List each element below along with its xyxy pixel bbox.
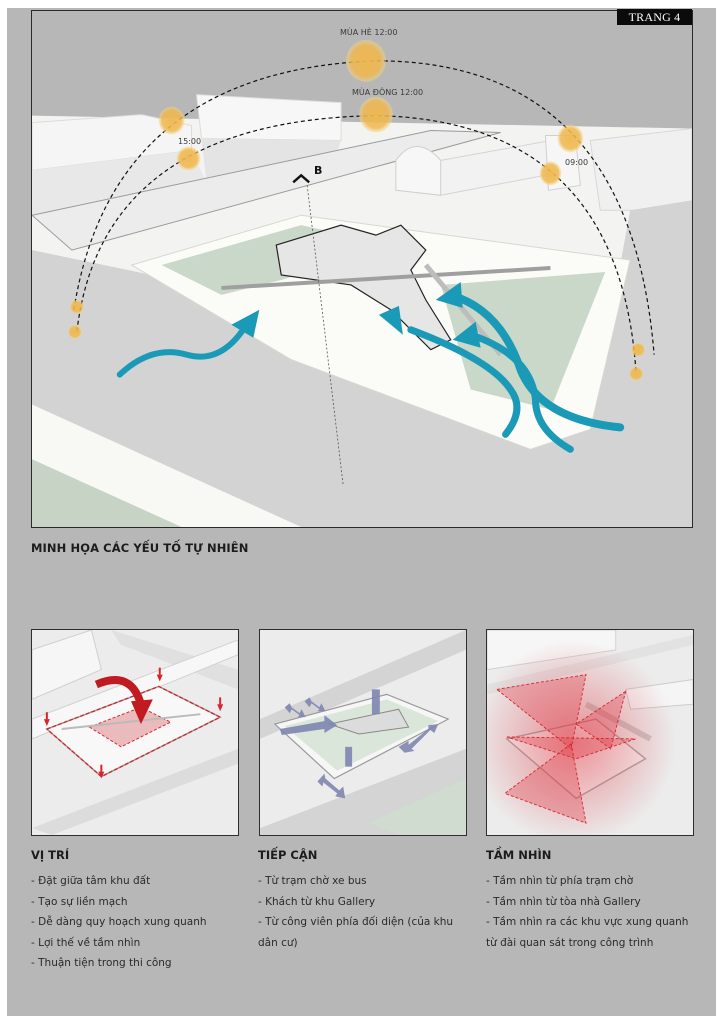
label-summer-noon: MÙA HÈ 12:00 [340,28,398,37]
arched-building [395,145,442,196]
section-title: MINH HỌA CÁC YẾU TỐ TỰ NHIÊN [31,541,249,555]
right-road [590,200,692,527]
view-cone-3 [506,736,636,760]
label-afternoon: 15:00 [178,137,202,146]
page-number-tag: TRANG 4 [617,9,692,25]
sun-winter-noon [359,96,393,133]
view-cone-2 [575,690,627,750]
list-item: - Lợi thế về tầm nhìn [31,936,141,949]
site-model-render [32,11,692,527]
list-item: - Từ công viên phía đối diện (của khu dâ… [258,916,454,949]
wind-arrow-1 [116,321,250,378]
list-item: - Khách từ khu Gallery [258,895,376,908]
access-arrow-top-1 [304,697,326,712]
access-diagram [260,630,466,835]
wind-arrowhead-2 [435,281,463,308]
sun-summer-sunset [69,299,84,314]
access-arrow-top-2 [284,703,306,718]
view-cone-4 [503,743,587,824]
placement-arrow [94,676,145,706]
building-right-2 [589,128,692,211]
main-road [32,250,692,527]
sun-summer-morning [557,124,584,153]
list-item: - Tầm nhìn từ tòa nhà Gallery [486,895,641,908]
sun-winter-sunset [67,324,82,339]
list-item: - Tạo sự liền mạch [31,895,128,908]
site-boundary [45,685,222,778]
view-cone-gradient [487,630,693,835]
access-arrow-bus [279,715,338,735]
wind-arrow-4 [407,326,521,438]
placement-arrowhead [131,699,153,725]
list-item: - Dễ dàng quy hoạch xung quanh [31,916,207,928]
site-sun-wind-diagram: MÙA HÈ 12:00 MÙA ĐÔNG 12:00 15:00 09:00 … [31,10,693,528]
access-arrow-right [398,724,439,753]
view-diagram [487,630,693,835]
column-title-access: TIẾP CẬN [258,848,318,862]
thumbnail-access [259,629,467,836]
access-arrows [279,689,439,799]
walkway-beam [221,266,551,290]
access-list: - Từ trạm chờ xe bus - Khách từ khu Gall… [258,871,468,953]
sun-winter-afternoon [176,146,201,171]
column-title-location: VỊ TRÍ [31,848,70,862]
building-footprint [88,706,172,748]
proposed-building [275,224,452,351]
sun-summer-noon [346,39,386,82]
wind-arrowhead-4 [378,305,403,335]
view-cones [495,674,636,824]
list-item: - Tầm nhìn từ phía trạm chờ [486,875,634,887]
label-winter-noon: MÙA ĐÔNG 12:00 [352,88,424,97]
sun-winter-sunrise [629,366,644,381]
building-left-1 [32,114,193,171]
column-title-view: TẦM NHÌN [486,848,552,862]
wind-arrowhead-1 [231,309,260,338]
list-item: - Tầm nhìn ra các khu vực xung quanh từ … [486,916,689,949]
wind-arrowheads [231,281,481,348]
sun-summer-afternoon [158,106,185,135]
corner-arrows [43,667,224,779]
section-arrow-icon [292,173,310,184]
section-marker-label: B [314,164,323,177]
list-item: - Từ trạm chờ xe bus [258,875,367,887]
column-view: TẦM NHÌN - Tầm nhìn từ phía trạm chờ - T… [486,848,698,953]
wind-arrow-3 [467,331,574,453]
thumbnail-view [486,629,694,836]
view-list: - Tầm nhìn từ phía trạm chờ - Tầm nhìn t… [486,871,698,953]
list-item: - Thuận tiện trong thi công [31,957,172,969]
label-morning: 09:00 [565,158,589,167]
sun-winter-morning [539,161,562,186]
building-left-2 [195,94,342,142]
sun-summer-sunrise [631,342,646,357]
access-arrow-bottom [317,773,346,799]
column-access: TIẾP CẬN - Từ trạm chờ xe bus - Khách từ… [258,848,468,953]
column-location: VỊ TRÍ - Đặt giữa tâm khu đất - Tạo sự l… [31,848,251,974]
access-arrow-park [345,746,353,767]
wind-arrows [116,290,625,453]
winter-sun-path [76,114,637,375]
location-list: - Đặt giữa tâm khu đất - Tạo sự liền mạc… [31,871,251,974]
wind-arrowhead-3 [452,321,481,348]
location-diagram [32,630,238,835]
summer-sun-path [73,60,655,355]
list-item: - Đặt giữa tâm khu đất [31,875,151,887]
access-arrow-gallery [371,689,380,715]
view-cone-1 [495,674,587,750]
upper-road [32,130,501,251]
thumbnail-location [31,629,239,836]
